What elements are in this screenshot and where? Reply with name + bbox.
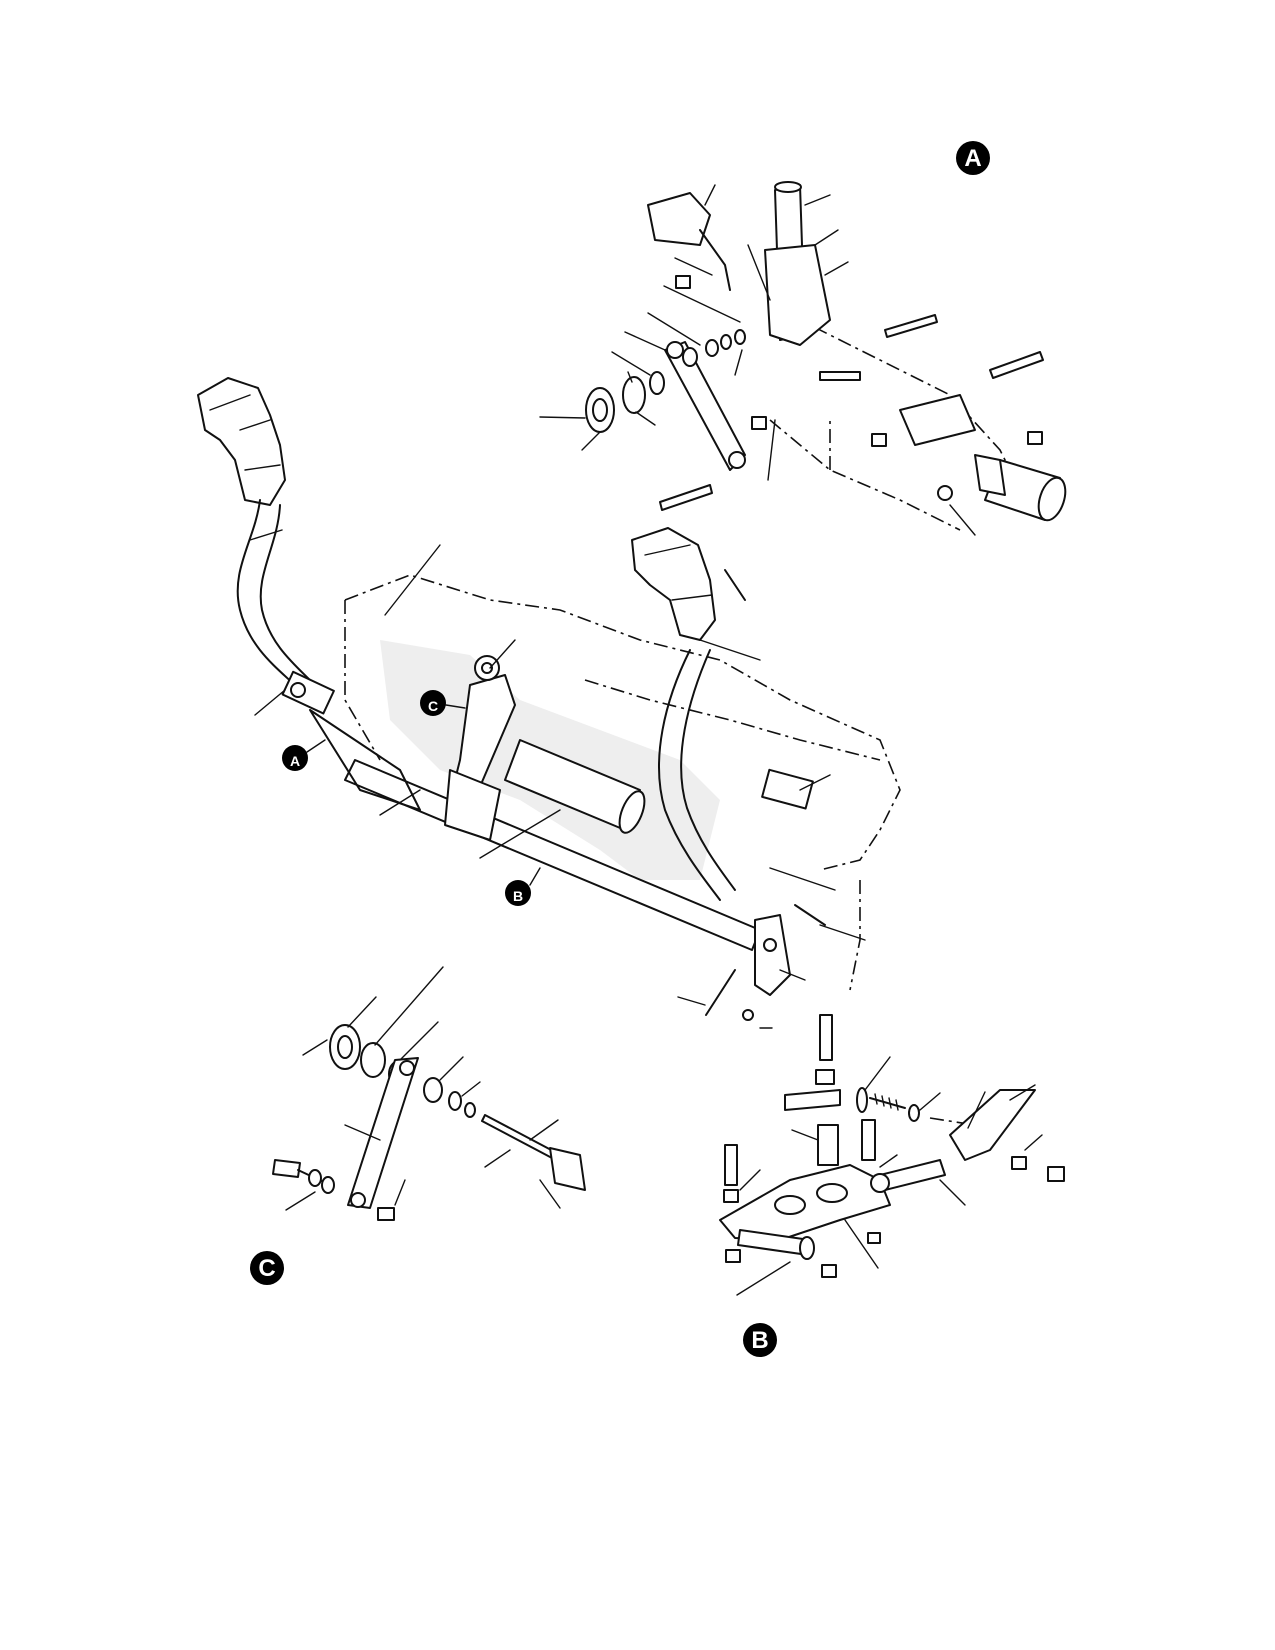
detail-c-link-arm bbox=[347, 1057, 419, 1209]
detail-a-link-arm bbox=[664, 341, 746, 471]
svg-text:A: A bbox=[964, 145, 981, 172]
leader-lines-c bbox=[285, 966, 561, 1211]
svg-text:C: C bbox=[428, 698, 438, 714]
detail-c: C bbox=[250, 966, 586, 1285]
svg-text:B: B bbox=[513, 888, 523, 904]
leader-lines-main bbox=[249, 529, 866, 1006]
detail-marker-a-top: A bbox=[956, 141, 990, 175]
detail-b-rod-end bbox=[879, 1159, 946, 1191]
detail-a-switch-housing bbox=[647, 192, 711, 246]
main-assembly: A C B bbox=[197, 377, 901, 1021]
detail-marker-b-bottom: B bbox=[743, 1323, 777, 1357]
leader-lines-a bbox=[539, 184, 976, 536]
right-pivot-bracket bbox=[754, 914, 791, 996]
detail-marker-c-bottom: C bbox=[250, 1251, 284, 1285]
left-stick-tube bbox=[236, 499, 301, 691]
detail-a-gear bbox=[585, 387, 615, 433]
right-stick-tube bbox=[658, 649, 721, 901]
svg-text:B: B bbox=[751, 1327, 768, 1354]
leader-lines-b bbox=[736, 1027, 1043, 1296]
detail-a: A bbox=[539, 141, 1067, 536]
left-stick-grip bbox=[197, 377, 286, 506]
detail-marker-b-main: B bbox=[505, 867, 541, 906]
right-stick-grip bbox=[631, 527, 716, 641]
detail-marker-c-main: C bbox=[420, 690, 466, 716]
detail-c-bolt bbox=[272, 1159, 301, 1178]
svg-text:C: C bbox=[258, 1255, 275, 1282]
svg-text:A: A bbox=[290, 753, 300, 769]
detail-b: B bbox=[719, 1014, 1065, 1357]
detail-marker-a-main: A bbox=[282, 739, 326, 771]
